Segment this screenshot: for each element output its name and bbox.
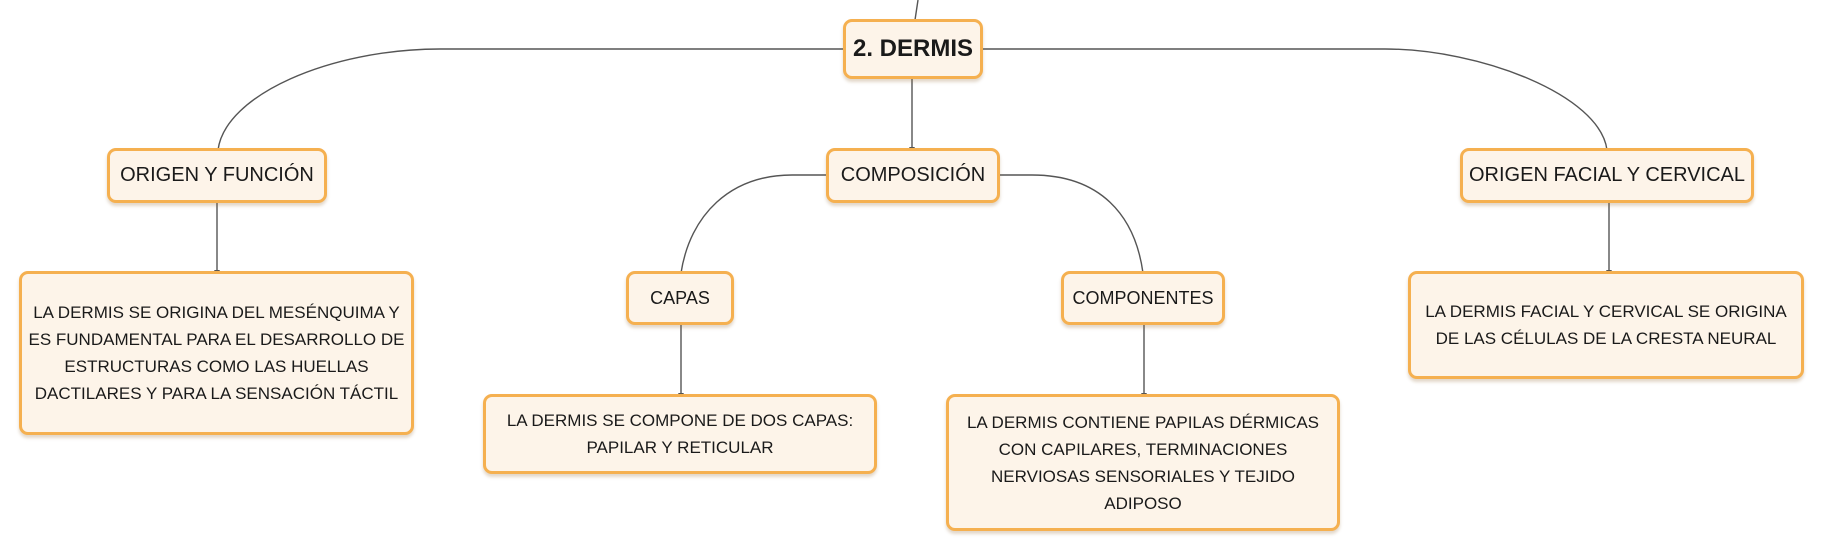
componentes-label: COMPONENTES [1072, 287, 1214, 308]
origen-facial-detail-text: LA DERMIS FACIAL Y CERVICAL SE ORIGINA D… [1425, 302, 1787, 348]
connector-root-to-origen-facial [982, 48, 1608, 151]
capas-detail-node[interactable]: LA DERMIS SE COMPONE DE DOS CAPAS: PAPIL… [483, 394, 877, 474]
origen-facial-detail-node[interactable]: LA DERMIS FACIAL Y CERVICAL SE ORIGINA D… [1408, 271, 1804, 379]
componentes-node[interactable]: COMPONENTES [1061, 271, 1225, 325]
origen-funcion-detail-node[interactable]: LA DERMIS SE ORIGINA DEL MESÉNQUIMA Y ES… [19, 271, 414, 435]
origen-funcion-label: ORIGEN Y FUNCIÓN [120, 164, 314, 186]
capas-detail-text: LA DERMIS SE COMPONE DE DOS CAPAS: PAPIL… [506, 411, 854, 457]
root-node-label: 2. DERMIS [852, 35, 974, 62]
connector-composicion-to-capas [680, 174, 828, 274]
capas-label: CAPAS [650, 287, 710, 308]
connector-root-to-origen-funcion [217, 48, 845, 151]
composicion-node[interactable]: COMPOSICIÓN [826, 148, 1000, 203]
capas-node[interactable]: CAPAS [626, 271, 734, 325]
origen-facial-node[interactable]: ORIGEN FACIAL Y CERVICAL [1460, 148, 1754, 203]
connector-parent-to-root [914, 0, 919, 21]
origen-funcion-detail-text: LA DERMIS SE ORIGINA DEL MESÉNQUIMA Y ES… [28, 303, 405, 403]
componentes-detail-node[interactable]: LA DERMIS CONTIENE PAPILAS DÉRMICAS CON … [946, 394, 1340, 531]
componentes-detail-text: LA DERMIS CONTIENE PAPILAS DÉRMICAS CON … [966, 412, 1320, 513]
root-node[interactable]: 2. DERMIS [843, 19, 983, 79]
origen-funcion-node[interactable]: ORIGEN Y FUNCIÓN [107, 148, 327, 203]
origen-facial-label: ORIGEN FACIAL Y CERVICAL [1468, 164, 1746, 186]
connector-composicion-to-componentes [998, 174, 1144, 274]
composicion-label: COMPOSICIÓN [840, 164, 986, 186]
